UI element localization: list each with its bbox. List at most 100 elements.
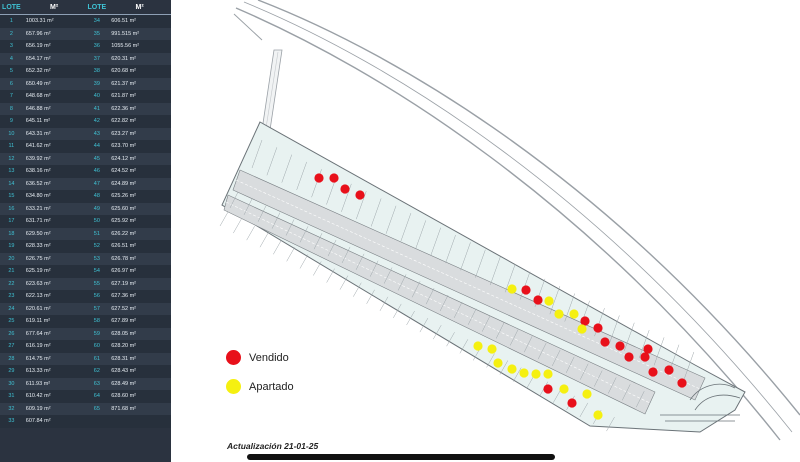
lote-cell: 32 — [0, 402, 23, 415]
lote-cell: 38 — [85, 65, 109, 78]
lote-cell: 43 — [85, 127, 109, 140]
area-cell: 620.31 m² — [108, 52, 171, 65]
lot-divider — [481, 315, 491, 332]
lote-cell: 29 — [0, 365, 23, 378]
area-cell — [108, 415, 171, 428]
area-cell: 628.20 m² — [108, 340, 171, 353]
lot-divider — [366, 289, 375, 304]
area-cell: 656.19 m² — [22, 40, 86, 53]
sold-lot-marker — [580, 316, 590, 326]
lot-divider — [327, 239, 337, 257]
lot-divider — [285, 219, 295, 236]
lot-divider — [607, 377, 617, 394]
lot-divider — [453, 301, 463, 318]
reserved-lot-marker — [531, 369, 541, 379]
lot-divider — [475, 249, 486, 278]
subdivision-site-plan — [219, 0, 800, 441]
lot-divider — [385, 205, 397, 234]
area-cell: 631.71 m² — [22, 215, 86, 228]
reserved-lot-marker — [593, 410, 603, 420]
lote-cell: 49 — [85, 202, 109, 215]
lote-cell: 11 — [0, 140, 23, 153]
sold-lot-marker — [329, 173, 339, 183]
sold-markers — [314, 173, 687, 408]
sold-lot-marker — [664, 365, 674, 375]
reserved-lot-marker — [507, 284, 517, 294]
lote-cell: 55 — [85, 277, 109, 290]
lot-divider — [296, 161, 307, 191]
lot-divider — [411, 281, 421, 298]
area-cell: 622.13 m² — [22, 290, 86, 303]
lote-cell: 15 — [0, 190, 23, 203]
area-cell: 628.33 m² — [22, 240, 86, 253]
lote-cell: 39 — [85, 77, 109, 90]
sold-lot-marker — [640, 352, 650, 362]
area-cell: 645.11 m² — [22, 115, 86, 128]
lote-cell: 17 — [0, 215, 23, 228]
lote-cell: 20 — [0, 252, 23, 265]
sold-lot-marker — [643, 344, 653, 354]
area-cell: 638.16 m² — [22, 165, 86, 178]
lot-divider — [383, 267, 393, 284]
scroll-indicator[interactable] — [247, 454, 555, 460]
lot-divider — [326, 268, 335, 283]
area-cell: 628.49 m² — [108, 377, 171, 390]
lote-cell: 46 — [85, 165, 109, 178]
area-cell: 627.19 m² — [108, 277, 171, 290]
lote-cell: 41 — [85, 102, 109, 115]
lot-divider — [415, 220, 427, 249]
lote-cell: 59 — [85, 327, 109, 340]
access-road — [261, 49, 283, 131]
lot-divider — [624, 322, 635, 351]
lote-cell: 2 — [0, 27, 23, 40]
reserved-lot-marker — [554, 309, 564, 319]
lote-cell: 22 — [0, 277, 23, 290]
subdivision-lots-area — [219, 121, 746, 433]
reserved-lot-marker — [577, 324, 587, 334]
lote-cell: 47 — [85, 177, 109, 190]
reserved-lot-marker — [559, 384, 569, 394]
reserved-lot-marker — [582, 389, 592, 399]
area-cell: 620.68 m² — [108, 65, 171, 78]
area-cell: 1003.31 m² — [22, 14, 86, 28]
sold-lot-marker — [648, 367, 658, 377]
area-cell: 626.51 m² — [108, 240, 171, 253]
lote-cell: 60 — [85, 340, 109, 353]
lote-cell: 7 — [0, 90, 23, 103]
lot-divider — [683, 351, 695, 381]
reserved-lot-marker — [543, 369, 553, 379]
lot-divider — [552, 388, 562, 403]
highway — [233, 0, 800, 441]
lot-divider — [299, 226, 309, 243]
lote-cell: 27 — [0, 340, 23, 353]
area-cell: 619.11 m² — [22, 315, 86, 328]
lote-cell: 65 — [85, 402, 109, 415]
sold-lot-marker — [624, 352, 634, 362]
lote-cell: 33 — [0, 415, 23, 428]
area-cell: 650.49 m² — [22, 77, 86, 90]
lote-cell: 8 — [0, 102, 23, 115]
lote-cell: 54 — [85, 265, 109, 278]
legend-reserved-label: Apartado — [249, 380, 294, 393]
area-cell: 625.92 m² — [108, 215, 171, 228]
area-cell: 634.80 m² — [22, 190, 86, 203]
sold-lot-marker — [677, 378, 687, 388]
lot-divider — [537, 342, 547, 360]
lot-divider — [504, 264, 516, 293]
lot-divider — [609, 315, 620, 344]
